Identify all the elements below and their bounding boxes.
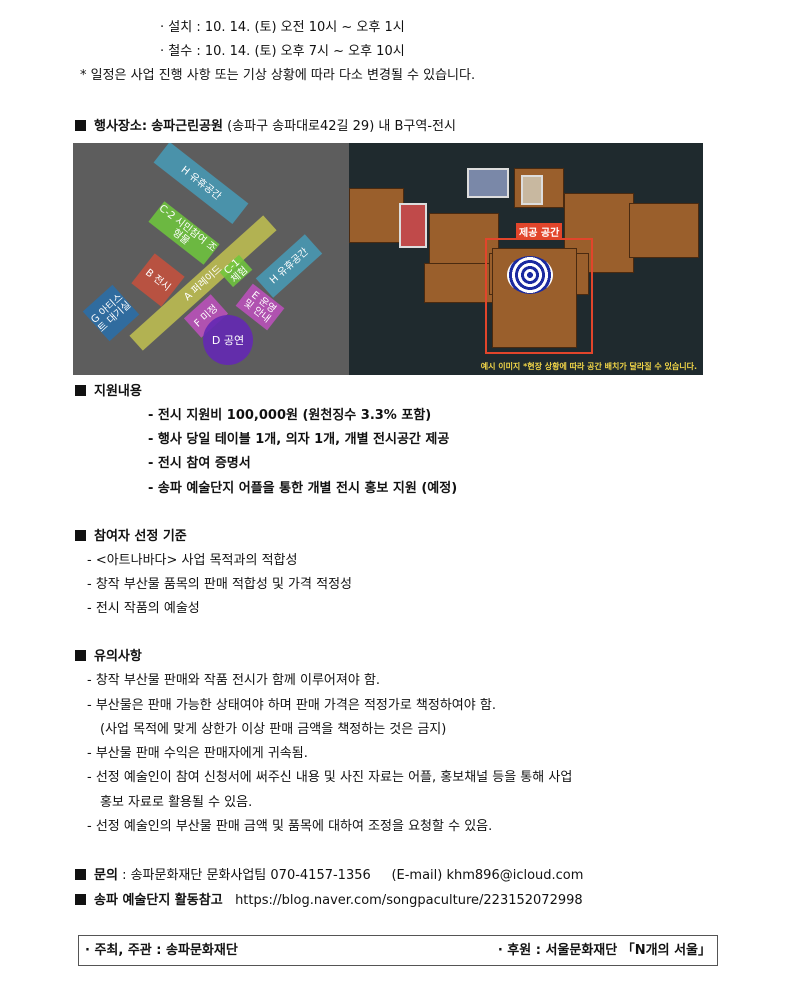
criteria-item: - <아트나바다> 사업 목적과의 적합성 bbox=[87, 553, 298, 568]
schedule-note: * 일정은 사업 진행 사항 또는 기상 상황에 따라 다소 변경될 수 있습니… bbox=[80, 68, 476, 83]
square-bullet-icon bbox=[75, 894, 86, 905]
criteria-item: - 창작 부산물 품목의 판매 적합성 및 가격 적정성 bbox=[87, 577, 352, 592]
support-item: - 전시 지원비 100,000원 (원천징수 3.3% 포함) bbox=[148, 408, 432, 423]
zone-c2: C-2 시민참여 조형물 bbox=[148, 201, 220, 265]
square-bullet-icon bbox=[75, 385, 86, 396]
criteria-item: - 전시 작품의 예술성 bbox=[87, 601, 200, 616]
square-bullet-icon bbox=[75, 869, 86, 880]
support-heading: 지원내용 bbox=[75, 383, 142, 401]
criteria-heading: 참여자 선정 기준 bbox=[75, 528, 187, 546]
venue-name: 송파근린공원 bbox=[151, 119, 223, 134]
square-bullet-icon bbox=[75, 530, 86, 541]
notes-item: (사업 목적에 맞게 상한가 이상 판매 금액을 책정하는 것은 금지) bbox=[100, 722, 447, 737]
support-item: - 행사 당일 테이블 1개, 의자 1개, 개별 전시공간 제공 bbox=[148, 432, 450, 447]
notes-item: - 선정 예술인의 부산물 판매 금액 및 품목에 대하여 조정을 요청할 수 … bbox=[87, 819, 493, 834]
square-bullet-icon bbox=[75, 650, 86, 661]
square-bullet-icon bbox=[75, 120, 86, 131]
notes-item: - 부산물은 판매 가능한 상태여야 하며 판매 가격은 적정가로 책정하여야 … bbox=[87, 698, 496, 713]
support-item: - 전시 참여 증명서 bbox=[148, 456, 251, 471]
photo-caption: 예시 이미지 *현장 상황에 따라 공간 배치가 달라질 수 있습니다. bbox=[480, 362, 697, 371]
footer-box: · 주최, 주관 : 송파문화재단 · 후원 : 서울문화재단 「N개의 서울」 bbox=[78, 935, 718, 966]
schedule-remove: · 철수 : 10. 14. (토) 오후 7시 ~ 오후 10시 bbox=[160, 44, 405, 59]
venue-detail: (송파구 송파대로42길 29) 내 B구역-전시 bbox=[227, 119, 456, 134]
notes-heading: 유의사항 bbox=[75, 648, 142, 666]
reference-line: 송파 예술단지 활동참고 https://blog.naver.com/song… bbox=[75, 892, 583, 910]
zone-h2: H 유휴공간 bbox=[255, 234, 323, 298]
footer-host: · 주최, 주관 : 송파문화재단 bbox=[85, 943, 238, 958]
footer-sponsor: · 후원 : 서울문화재단 「N개의 서울」 bbox=[497, 943, 711, 958]
venue-heading: 행사장소: 송파근린공원 (송파구 송파대로42길 29) 내 B구역-전시 bbox=[75, 118, 456, 136]
plate-icon bbox=[507, 256, 553, 294]
notes-item: - 선정 예술인이 참여 신청서에 써주신 내용 및 사진 자료는 어플, 홍보… bbox=[87, 770, 573, 785]
venue-map: H 유휴공간 C-2 시민참여 조형물 B 전시 A 퍼레이드 C-1 체험 H… bbox=[73, 143, 349, 375]
provided-space-frame bbox=[485, 238, 593, 354]
booth-photo: 제공 공간 예시 이미지 *현장 상황에 따라 공간 배치가 달라질 수 있습니… bbox=[349, 143, 703, 375]
contact-email[interactable]: (E-mail) khm896@icloud.com bbox=[391, 868, 584, 883]
schedule-install: · 설치 : 10. 14. (토) 오전 10시 ~ 오후 1시 bbox=[160, 20, 405, 35]
contact-line: 문의 : 송파문화재단 문화사업팀 070-4157-1356 (E-mail)… bbox=[75, 867, 583, 885]
notes-item: - 부산물 판매 수익은 판매자에게 귀속됨. bbox=[87, 746, 308, 761]
reference-url[interactable]: https://blog.naver.com/songpaculture/223… bbox=[235, 893, 583, 908]
notes-item: - 창작 부산물 판매와 작품 전시가 함께 이루어져야 함. bbox=[87, 673, 381, 688]
support-item: - 송파 예술단지 어플을 통한 개별 전시 홍보 지원 (예정) bbox=[148, 481, 458, 496]
provided-space-tag: 제공 공간 bbox=[516, 223, 563, 240]
zone-d: D 공연 bbox=[203, 315, 253, 365]
notes-item: 홍보 자료로 활용될 수 있음. bbox=[100, 795, 253, 810]
venue-label: 행사장소: bbox=[94, 119, 148, 134]
